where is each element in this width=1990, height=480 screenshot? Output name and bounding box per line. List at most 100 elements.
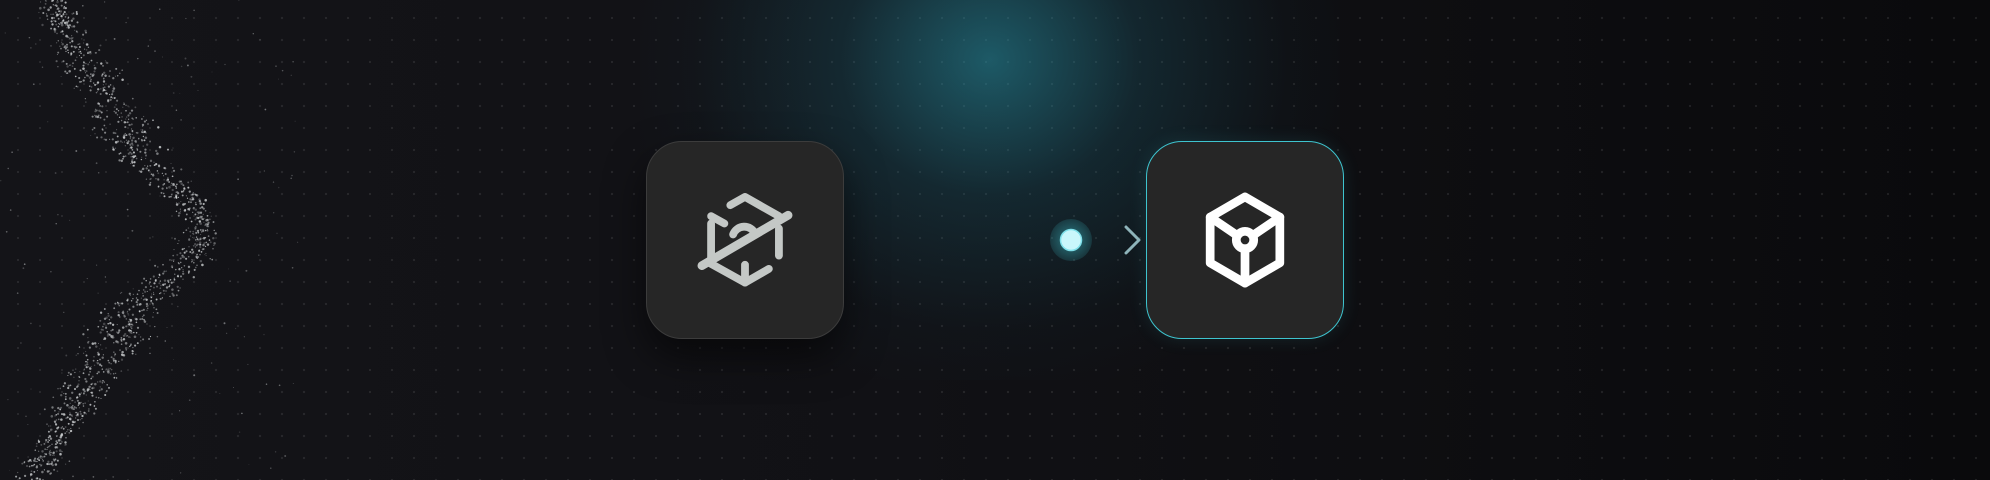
particle bbox=[127, 114, 130, 117]
particle bbox=[136, 131, 139, 134]
particle bbox=[111, 138, 114, 141]
particle bbox=[91, 75, 93, 78]
particle bbox=[131, 229, 134, 232]
particle bbox=[30, 322, 32, 325]
particle bbox=[41, 66, 44, 68]
particle bbox=[125, 335, 128, 337]
particle bbox=[91, 115, 94, 118]
particle bbox=[179, 261, 182, 264]
particle bbox=[65, 463, 67, 465]
particle bbox=[103, 71, 106, 75]
particle bbox=[114, 111, 118, 114]
particle bbox=[56, 446, 59, 449]
particle bbox=[204, 229, 207, 232]
particle bbox=[139, 318, 142, 321]
particle bbox=[120, 343, 123, 346]
particle bbox=[145, 132, 147, 134]
particle bbox=[112, 146, 114, 148]
particle bbox=[182, 268, 184, 271]
particle bbox=[158, 292, 161, 295]
particle bbox=[161, 187, 164, 190]
particle bbox=[183, 189, 185, 191]
particle bbox=[56, 427, 59, 430]
particle bbox=[185, 17, 187, 20]
particle bbox=[125, 104, 127, 107]
particle bbox=[101, 128, 104, 130]
particle bbox=[143, 314, 145, 316]
particle bbox=[195, 244, 198, 247]
particle bbox=[65, 50, 67, 53]
particle bbox=[50, 451, 52, 454]
particle bbox=[162, 192, 165, 195]
particle bbox=[59, 23, 61, 25]
particle bbox=[61, 450, 63, 453]
particle bbox=[197, 231, 200, 234]
particle bbox=[95, 91, 98, 94]
particle bbox=[65, 34, 68, 38]
particle bbox=[56, 0, 59, 1]
particle bbox=[56, 459, 60, 462]
particle bbox=[53, 17, 55, 19]
particle bbox=[175, 202, 177, 204]
particle bbox=[152, 119, 154, 122]
particle bbox=[149, 335, 152, 338]
particle bbox=[57, 213, 59, 216]
particle bbox=[95, 345, 98, 348]
particle bbox=[126, 311, 128, 313]
particle bbox=[252, 33, 254, 35]
particle bbox=[46, 14, 49, 17]
particle bbox=[113, 351, 115, 353]
particle bbox=[65, 444, 67, 446]
particle bbox=[82, 352, 85, 354]
particle bbox=[99, 319, 102, 322]
particle bbox=[130, 146, 133, 149]
particle bbox=[83, 368, 86, 370]
particle bbox=[201, 263, 204, 267]
particle bbox=[37, 439, 40, 441]
particle bbox=[111, 323, 115, 326]
particle bbox=[100, 136, 103, 139]
particle bbox=[168, 258, 171, 261]
particle bbox=[98, 109, 101, 113]
particle bbox=[82, 333, 85, 336]
particle bbox=[137, 298, 139, 301]
particle bbox=[91, 342, 95, 345]
particle bbox=[56, 470, 59, 473]
particle bbox=[202, 248, 205, 250]
particle bbox=[144, 151, 147, 154]
particle bbox=[52, 4, 54, 6]
particle bbox=[60, 427, 63, 429]
particle bbox=[157, 185, 160, 188]
particle bbox=[71, 35, 73, 37]
particle bbox=[202, 202, 205, 206]
particle bbox=[178, 268, 181, 271]
particle bbox=[162, 263, 164, 266]
source-node[interactable] bbox=[646, 141, 844, 339]
particle bbox=[27, 460, 30, 463]
particle bbox=[142, 308, 145, 311]
particle bbox=[113, 307, 116, 310]
particle bbox=[166, 187, 168, 189]
particle bbox=[65, 13, 68, 16]
particle bbox=[73, 406, 76, 408]
particle bbox=[293, 151, 296, 153]
particle bbox=[107, 333, 110, 336]
particle bbox=[128, 329, 131, 332]
particle bbox=[51, 443, 53, 445]
particle bbox=[36, 460, 38, 463]
particle bbox=[197, 211, 201, 214]
particle bbox=[67, 422, 70, 425]
particle bbox=[168, 181, 170, 183]
particle bbox=[95, 396, 98, 399]
particle bbox=[121, 326, 125, 329]
target-node[interactable] bbox=[1146, 141, 1344, 339]
particle bbox=[138, 170, 141, 172]
particle bbox=[82, 33, 85, 36]
particle bbox=[100, 397, 102, 399]
particle bbox=[87, 75, 89, 77]
particle bbox=[191, 259, 193, 261]
particle bbox=[142, 295, 144, 297]
particle bbox=[144, 286, 147, 289]
particle bbox=[153, 293, 155, 295]
particle bbox=[180, 168, 183, 171]
